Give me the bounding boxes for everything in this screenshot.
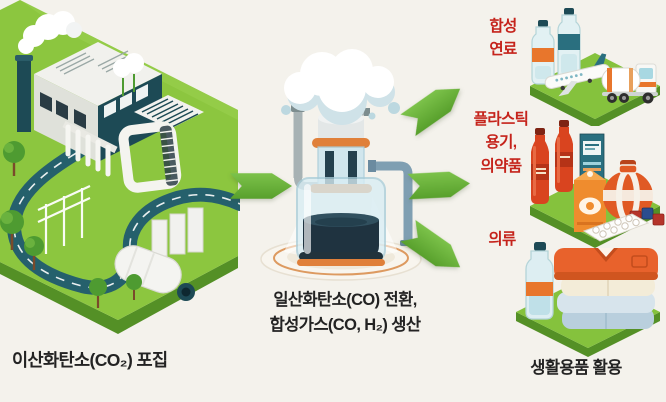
fuel-bottle-icon [557, 8, 581, 79]
soda-bottle-icon [531, 128, 549, 204]
product-label-clothing: 의류 [488, 231, 516, 248]
pill-blister-pack-icon [582, 213, 650, 242]
arrow-conversion-to-plastic [407, 171, 470, 200]
white-tree [113, 53, 144, 96]
plastic-pharma-illustration [530, 120, 665, 248]
storage-jar-icon [603, 160, 653, 224]
arrow-conversion-to-clothing [400, 219, 461, 268]
trees [0, 53, 144, 308]
soda-bottle-icon [555, 120, 573, 192]
arrow-conversion-to-fuel [400, 88, 461, 137]
gas-cloud-icon [281, 49, 400, 125]
factory-windows [104, 84, 148, 118]
utilization-label: 생활용품 활용 [530, 359, 622, 377]
orange-polo-shirt [554, 248, 658, 280]
arrow-capture-to-conversion [230, 173, 292, 199]
vent-grate-icon [134, 95, 204, 129]
reactor-glass-vessel [296, 177, 386, 266]
conversion-label: 일산화탄소(CO) 전환, 합성가스(CO, H₂) 생산 [269, 291, 421, 334]
fuel-bottle-icon [531, 20, 555, 85]
airplane-icon [544, 53, 611, 97]
water-bottle-icon [525, 242, 554, 320]
clothing-illustration [516, 242, 660, 357]
factory-pipes [62, 120, 118, 177]
synthetic-fuel-illustration [530, 8, 660, 126]
product-label-fuel: 합성 연료 [489, 18, 517, 59]
capture-label: 이산화탄소(CO₂) 포집 [12, 350, 168, 370]
co2-capture-factory-illustration [0, 0, 240, 334]
gas-reactor-illustration [260, 49, 422, 281]
pipe-arch-structure [118, 121, 182, 193]
tanker-truck-icon [601, 63, 658, 104]
product-label-plastic: 플라스틱 용기, 의약품 [473, 111, 529, 175]
storage-towers [151, 207, 204, 257]
scaffold-frame [37, 185, 91, 254]
juice-carton-icon [574, 169, 606, 232]
chimney-smoke-icon [15, 11, 82, 132]
folded-clothes-icon [554, 248, 658, 329]
medicine-box-icon [579, 133, 605, 183]
